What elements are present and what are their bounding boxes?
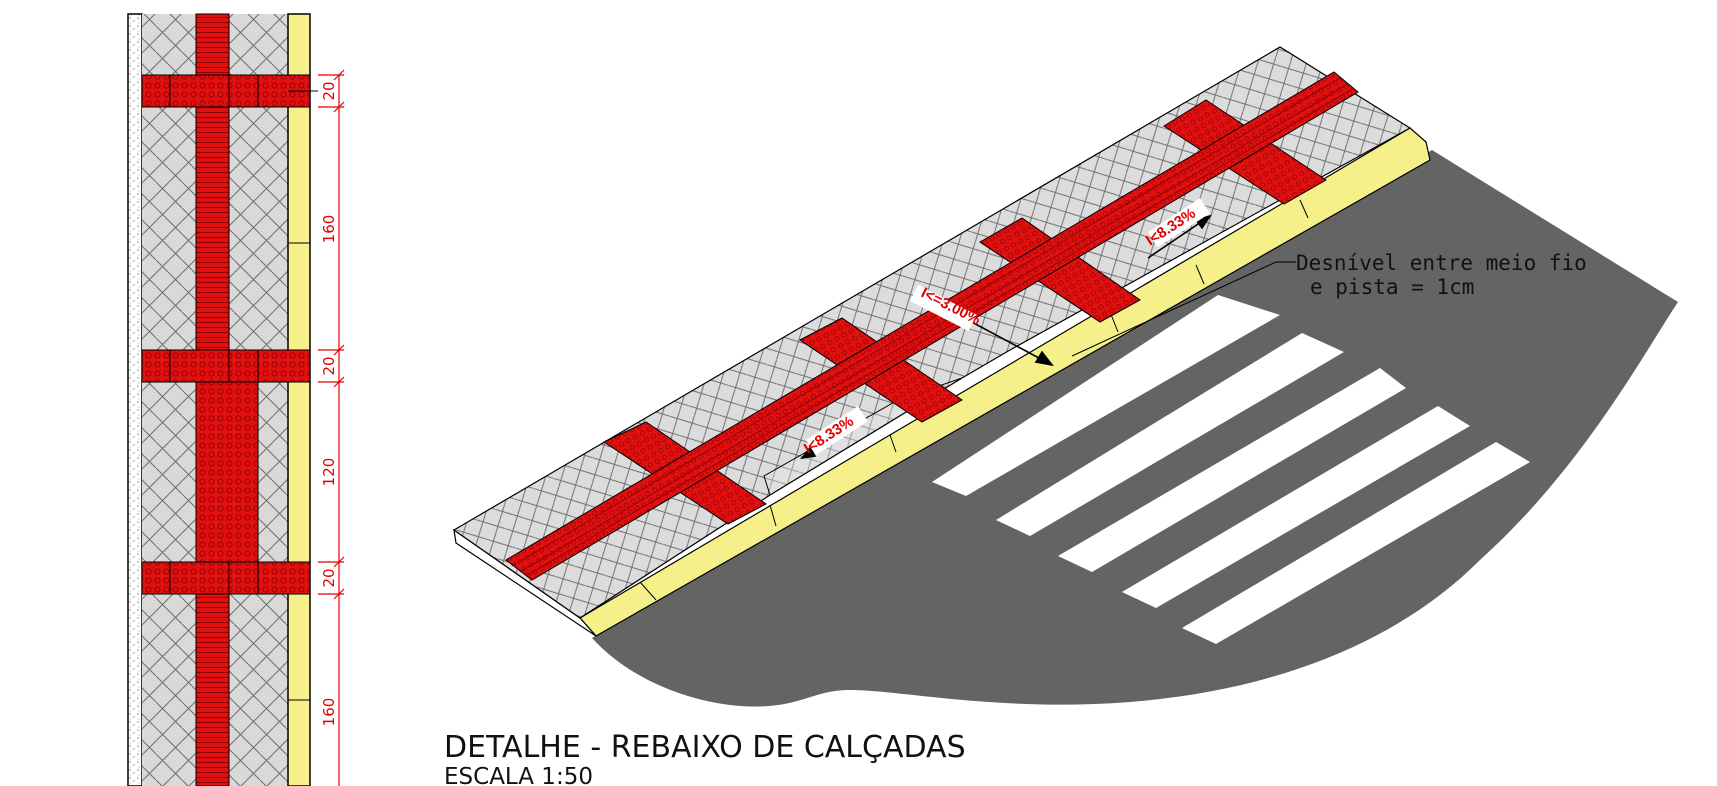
dim-label-4: 120: [320, 458, 338, 487]
plan-warning-band-1: [141, 74, 311, 108]
zebra-stripe-4: [1122, 406, 1470, 608]
zebra-stripe-3: [1058, 368, 1406, 572]
plan-view: 20 160 20 120 20 160: [127, 13, 345, 786]
zebra-stripe-2: [996, 333, 1344, 536]
perspective-view: I<=3.00% I<8.33% I<8.33% Desnível entre …: [452, 46, 1678, 707]
plan-curb-yellow: [287, 13, 311, 786]
zebra-crossing: [932, 295, 1530, 644]
note-line-1: Desnível entre meio fio: [1296, 251, 1587, 275]
dim-label-2: 160: [320, 215, 338, 244]
drawing-title: DETALHE - REBAIXO DE CALÇADAS: [444, 730, 966, 765]
plan-warning-vertical: [195, 381, 259, 563]
asphalt-road: [592, 150, 1678, 707]
dim-label-1: 20: [320, 81, 338, 100]
drawing-scale: ESCALA 1:50: [444, 764, 593, 786]
iso-directional-band: [505, 71, 1359, 581]
dim-label-5: 20: [320, 568, 338, 587]
plan-warning-band-3: [141, 561, 311, 595]
zebra-stripe-5: [1182, 442, 1530, 644]
zebra-stripe-1: [932, 295, 1280, 496]
note-leader-line: [1071, 261, 1296, 357]
plan-curb-gravel: [127, 13, 143, 786]
plan-dimension-line: [318, 69, 345, 786]
plan-warning-band-2: [141, 349, 311, 383]
dim-label-3: 20: [320, 356, 338, 375]
title-block: DETALHE - REBAIXO DE CALÇADAS ESCALA 1:5…: [444, 730, 966, 786]
note-line-2: e pista = 1cm: [1310, 275, 1474, 299]
dim-label-6: 160: [320, 698, 338, 727]
iso-warning-band-3: [979, 217, 1141, 323]
